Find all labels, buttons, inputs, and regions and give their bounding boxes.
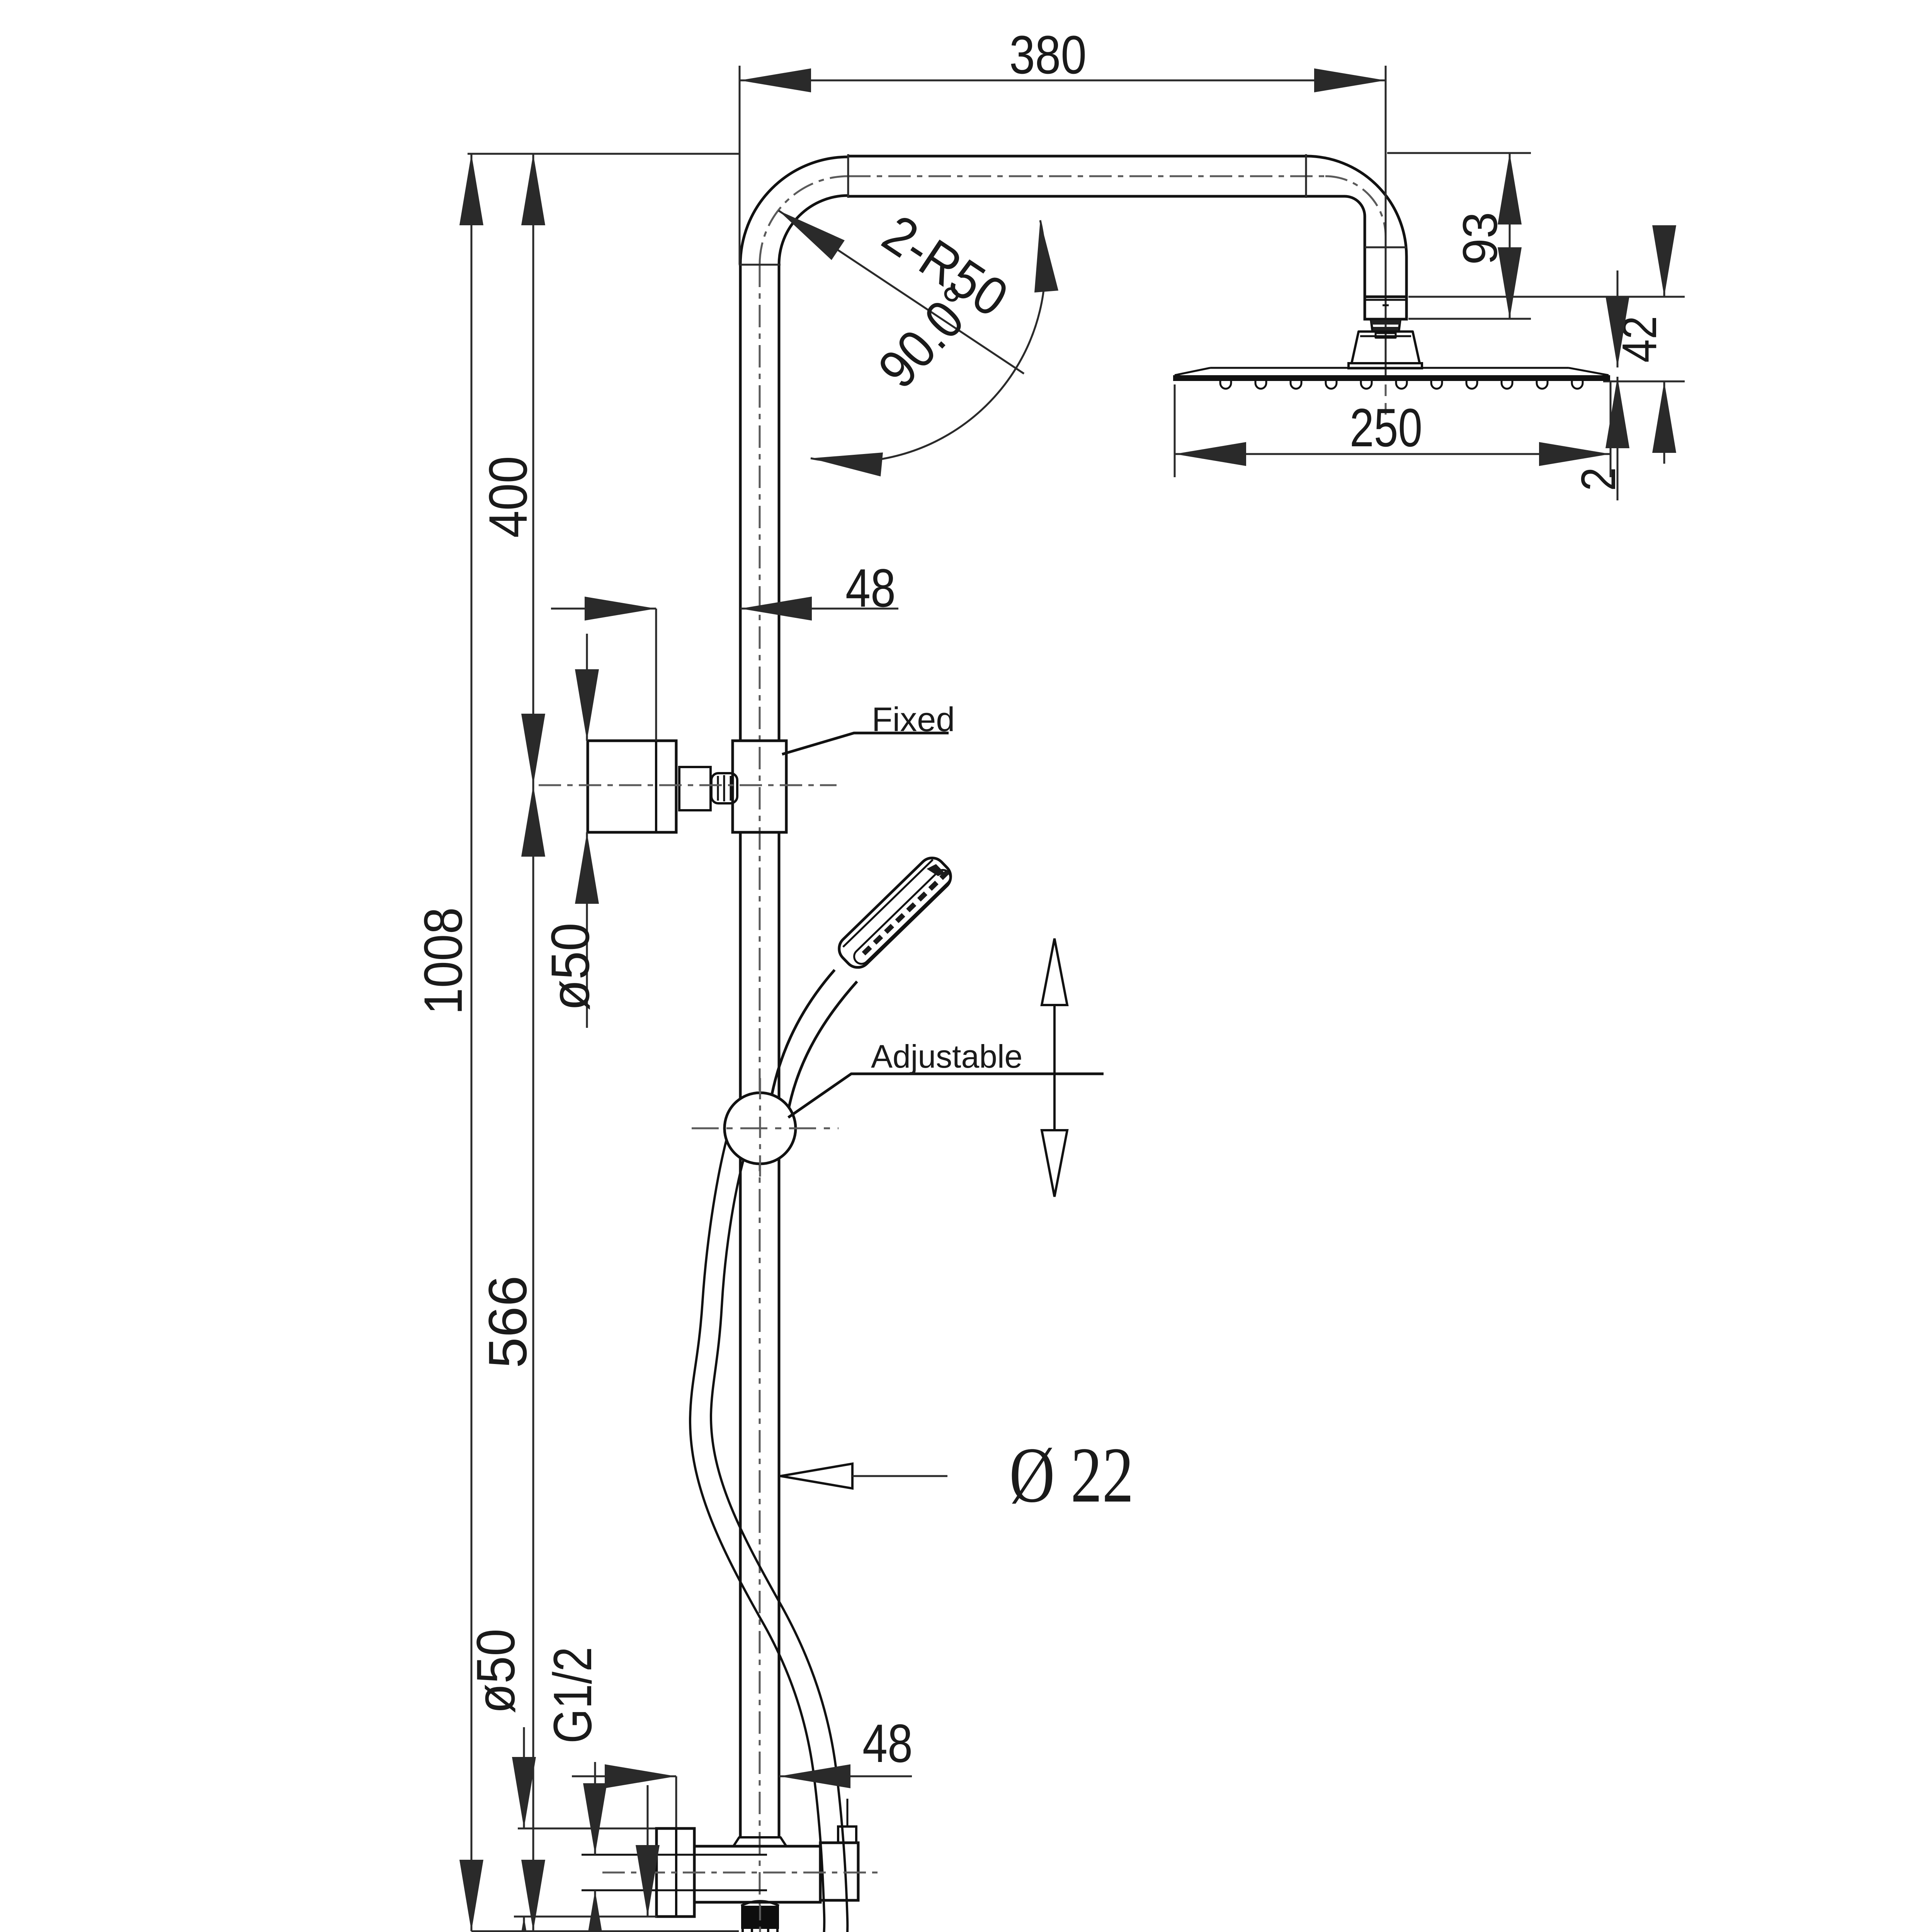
svg-text:48: 48	[862, 1713, 913, 1774]
svg-text:400: 400	[478, 456, 538, 538]
svg-text:1008: 1008	[413, 907, 473, 1015]
svg-text:380: 380	[1009, 24, 1087, 85]
svg-text:566: 566	[477, 1276, 538, 1368]
svg-text:Adjustable: Adjustable	[871, 1038, 1022, 1075]
svg-text:ø50: ø50	[465, 1629, 526, 1714]
svg-text:250: 250	[1350, 397, 1422, 458]
svg-text:G1/2: G1/2	[542, 1647, 603, 1743]
svg-text:Fixed: Fixed	[872, 700, 955, 738]
svg-text:2: 2	[1571, 467, 1626, 491]
svg-text:ø50: ø50	[540, 923, 600, 1011]
svg-text:93: 93	[1453, 212, 1507, 265]
svg-text:Ø 22: Ø 22	[1009, 1431, 1134, 1519]
svg-text:48: 48	[845, 558, 896, 618]
svg-text:G1/2: G1/2	[884, 1923, 1015, 1932]
